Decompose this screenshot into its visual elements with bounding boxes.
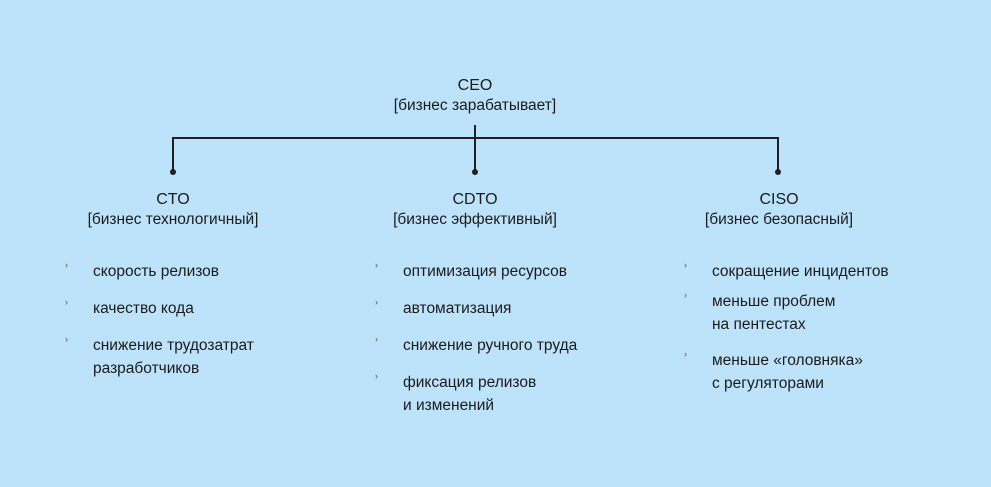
branch-ciso: CISO [бизнес безопасный] › сокращение ин…: [654, 190, 904, 392]
root-subtitle: [бизнес зарабатывает]: [393, 97, 557, 114]
branch-subtitle: [бизнес безопасный]: [704, 211, 854, 228]
branch-subtitle: [бизнес эффективный]: [393, 211, 557, 228]
branch-cto: CTO [бизнес технологичный] › скорость ре…: [48, 190, 298, 377]
bullet-icon: ›: [375, 334, 378, 344]
list-item-text: автоматизация: [403, 300, 512, 317]
branch-subtitle: [бизнес технологичный]: [87, 211, 259, 228]
root-stem: [474, 125, 476, 138]
root-node-ceo: CEO [бизнес зарабатывает]: [295, 76, 655, 116]
bullet-icon: ›: [375, 297, 378, 307]
branch-dot-cto: [170, 169, 176, 175]
bullet-icon: ›: [684, 290, 687, 300]
branch-stem-cdto: [474, 137, 476, 171]
branch-cdto: CDTO [бизнес эффективный] › оптимизация …: [350, 190, 600, 414]
branch-dot-cdto: [472, 169, 478, 175]
branch-head: CTO [бизнес технологичный]: [48, 190, 298, 230]
branch-title: CTO: [156, 191, 190, 208]
list-item-text: оптимизация ресурсов: [403, 263, 568, 280]
branch-title: CISO: [759, 191, 799, 208]
list-item-text: меньше проблем на пентестах: [712, 293, 836, 333]
list-item-text: фиксация релизов и изменений: [403, 374, 537, 414]
root-title: CEO: [457, 77, 493, 94]
bullet-icon: ›: [684, 260, 687, 270]
list-item-text: снижение ручного труда: [403, 337, 578, 354]
branch-dot-ciso: [775, 169, 781, 175]
branch-stem-cto: [172, 137, 174, 171]
list-item-text: качество кода: [93, 300, 194, 317]
branch-head: CDTO [бизнес эффективный]: [350, 190, 600, 230]
bullet-icon: ›: [375, 371, 378, 381]
list-item-text: скорость релизов: [93, 263, 220, 280]
bullet-icon: ›: [65, 334, 68, 344]
branch-stem-ciso: [777, 137, 779, 171]
bullet-icon: ›: [375, 260, 378, 270]
list-item-text: меньше «головняка» с регуляторами: [712, 352, 863, 392]
branch-title: CDTO: [452, 191, 498, 208]
branch-head: CISO [бизнес безопасный]: [654, 190, 904, 230]
list-item-text: сокращение инцидентов: [712, 263, 889, 280]
bullet-icon: ›: [684, 349, 687, 359]
bullet-icon: ›: [65, 260, 68, 270]
bullet-icon: ›: [65, 297, 68, 307]
list-item-text: снижение трудозатрат разработчиков: [93, 337, 254, 377]
